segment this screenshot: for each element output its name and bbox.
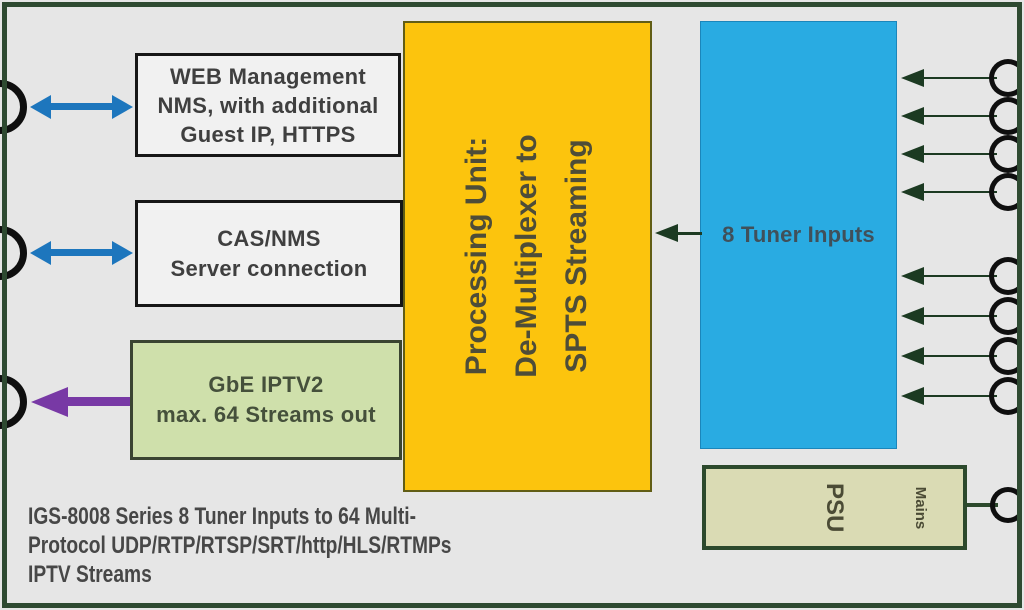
tuner-input-arrow xyxy=(901,69,997,87)
arrowhead-left-icon xyxy=(30,95,51,119)
gbe-iptv-line: max. 64 Streams out xyxy=(156,402,376,427)
rf-input-connector-icon xyxy=(989,97,1024,135)
processing-unit-line: De-Multiplexer to xyxy=(510,134,543,378)
tuner-input-arrow xyxy=(901,267,997,285)
rf-input-connector-icon xyxy=(989,135,1024,173)
rf-input-connector-icon xyxy=(989,297,1024,335)
arrowhead-left-icon xyxy=(901,387,924,405)
tuner-input-arrow xyxy=(901,387,997,405)
arrow-shaft xyxy=(923,355,997,357)
iptv-output-arrow xyxy=(31,387,130,417)
arrowhead-left-icon xyxy=(901,183,924,201)
processing-unit-line: SPTS Streaming xyxy=(560,139,593,373)
cas-nms-box: CAS/NMS Server connection xyxy=(135,200,403,307)
arrowhead-left-icon xyxy=(901,145,924,163)
arrow-shaft xyxy=(923,115,997,117)
tuner-input-arrow xyxy=(901,107,997,125)
caption-line: Protocol UDP/RTP/RTSP/SRT/http/HLS/RTMPs xyxy=(28,532,452,559)
arrowhead-left-icon xyxy=(901,69,924,87)
psu-label: PSU xyxy=(821,483,848,533)
web-management-line: WEB Management xyxy=(169,63,367,89)
left-port-connector-icon xyxy=(0,226,27,280)
rf-input-connector-icon xyxy=(989,59,1024,97)
diagram-caption: IGS-8008 Series 8 Tuner Inputs to 64 Mul… xyxy=(28,502,451,589)
arrow-shaft xyxy=(923,153,997,155)
arrow-shaft xyxy=(48,249,115,256)
processing-unit-label: Processing Unit: De-Multiplexer to SPTS … xyxy=(452,111,602,401)
arrowhead-left-icon xyxy=(901,107,924,125)
left-port-connector-icon xyxy=(0,375,27,429)
tuner-inputs-box: 8 Tuner Inputs xyxy=(700,21,897,449)
arrow-shaft xyxy=(923,315,997,317)
tuner-input-arrow xyxy=(901,183,997,201)
tuner-inputs-label: 8 Tuner Inputs xyxy=(722,222,875,247)
tuner-to-processing-arrow xyxy=(655,224,702,242)
mains-connection-line xyxy=(967,503,998,507)
web-management-line: Guest IP, HTTPS xyxy=(180,121,356,147)
arrow-shaft xyxy=(923,191,997,193)
rf-input-connector-icon xyxy=(989,257,1024,295)
arrowhead-left-icon xyxy=(655,224,678,242)
arrow-shaft xyxy=(923,395,997,397)
arrowhead-left-icon xyxy=(901,347,924,365)
arrow-shaft xyxy=(923,77,997,79)
arrowhead-right-icon xyxy=(112,241,133,265)
arrow-shaft xyxy=(923,275,997,277)
processing-unit-line: Processing Unit: xyxy=(460,136,493,376)
arrowhead-left-icon xyxy=(901,307,924,325)
cas-nms-line: CAS/NMS xyxy=(217,225,321,251)
cas-nms-line: Server connection xyxy=(170,255,368,281)
arrow-shaft xyxy=(48,103,115,110)
mains-label: Mains xyxy=(912,486,929,530)
tuner-input-arrow xyxy=(901,145,997,163)
bidirectional-arrow-web xyxy=(30,95,133,119)
rf-input-connector-icon xyxy=(989,173,1024,211)
web-management-box: WEB Management NMS, with additional Gues… xyxy=(135,53,401,157)
gbe-iptv-line: GbE IPTV2 xyxy=(208,372,324,397)
rf-input-connector-icon xyxy=(989,377,1024,415)
web-management-line: NMS, with additional xyxy=(157,92,379,118)
processing-unit-box: Processing Unit: De-Multiplexer to SPTS … xyxy=(403,21,652,492)
gbe-iptv-output-box: GbE IPTV2 max. 64 Streams out xyxy=(130,340,402,460)
arrow-shaft xyxy=(677,232,702,235)
caption-line: IGS-8008 Series 8 Tuner Inputs to 64 Mul… xyxy=(28,503,417,530)
arrowhead-left-icon xyxy=(901,267,924,285)
mains-connector-icon xyxy=(990,487,1024,523)
caption-line: IPTV Streams xyxy=(28,561,152,588)
arrowhead-left-icon xyxy=(30,241,51,265)
left-port-connector-icon xyxy=(0,80,27,134)
arrow-shaft xyxy=(65,397,130,406)
arrowhead-right-icon xyxy=(112,95,133,119)
bidirectional-arrow-cas xyxy=(30,241,133,265)
rf-input-connector-icon xyxy=(989,337,1024,375)
arrowhead-left-icon xyxy=(31,387,68,417)
tuner-input-arrow xyxy=(901,307,997,325)
psu-box: PSU Mains xyxy=(702,465,967,550)
tuner-input-arrow xyxy=(901,347,997,365)
